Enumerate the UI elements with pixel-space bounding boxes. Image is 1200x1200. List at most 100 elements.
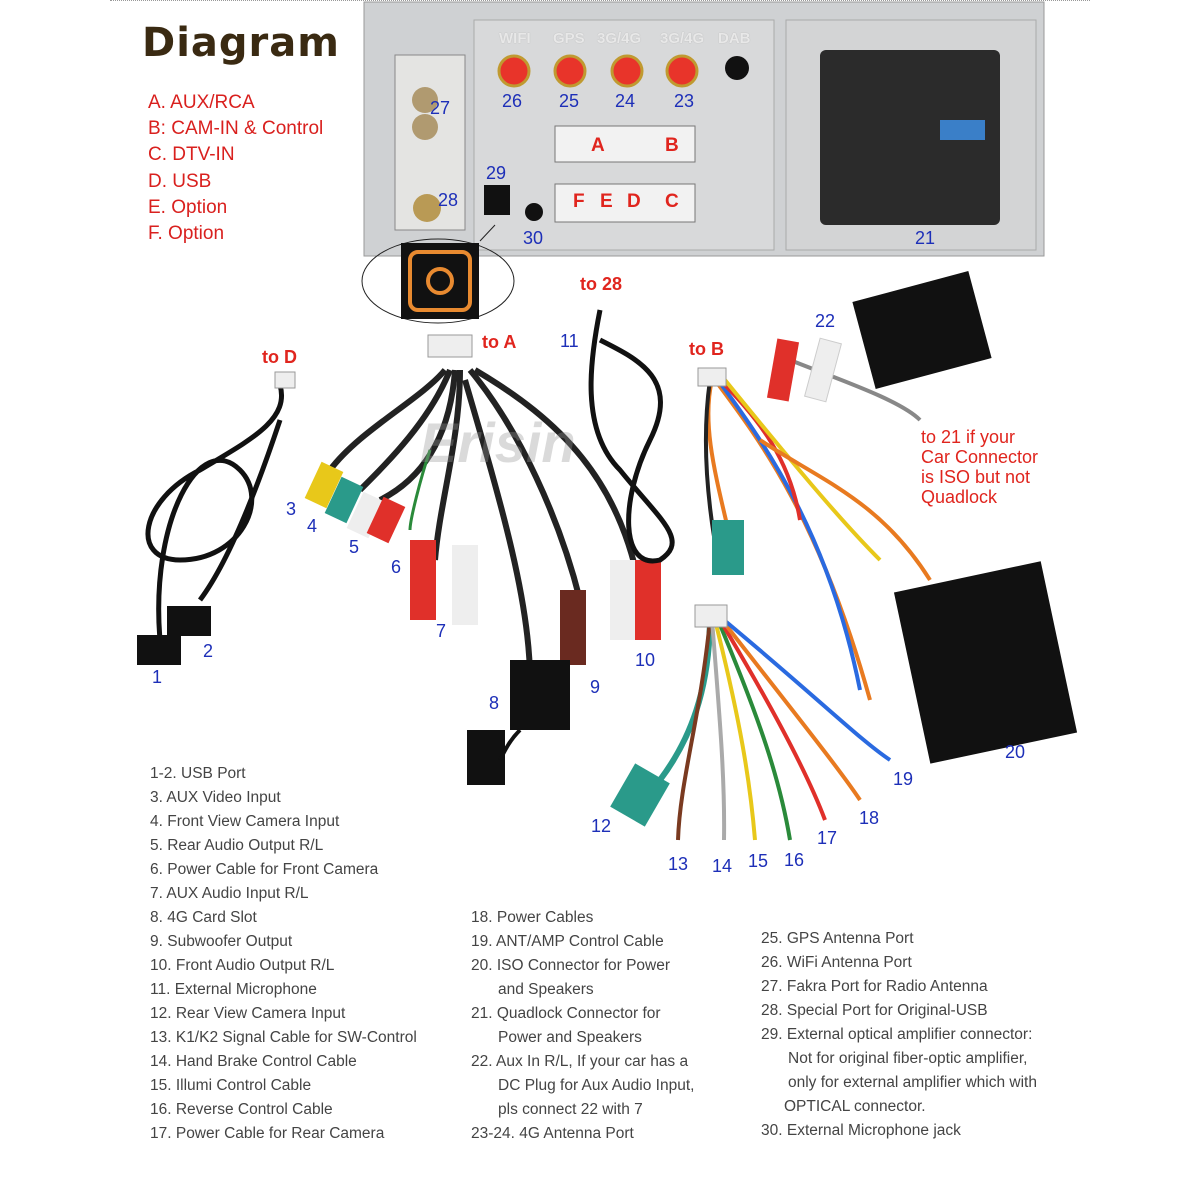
description-item: 26. WiFi Antenna Port xyxy=(761,954,912,971)
port-label-3g4g-1: 3G/4G xyxy=(597,30,642,47)
description-item: 27. Fakra Port for Radio Antenna xyxy=(761,978,988,995)
label-15: 15 xyxy=(748,851,769,871)
label-17: 17 xyxy=(817,828,838,848)
label-22: 22 xyxy=(815,311,836,331)
description-item: 13. K1/K2 Signal Cable for SW-Control xyxy=(150,1029,417,1046)
description-item: 15. Illumi Control Cable xyxy=(150,1077,312,1094)
connector-f: F xyxy=(573,191,585,212)
label-11: 11 xyxy=(560,331,579,351)
description-item: 25. GPS Antenna Port xyxy=(761,930,914,947)
description-list-1: 1-2. USB Port 3. AUX Video Input 4. Fron… xyxy=(150,762,417,1146)
sim-card-slot-icon xyxy=(467,660,570,785)
label-18: 18 xyxy=(859,808,880,828)
label-8: 8 xyxy=(489,693,500,713)
connector-legend: A. AUX/RCA B: CAM-IN & Control C. DTV-IN… xyxy=(148,90,323,247)
description-item: 7. AUX Audio Input R/L xyxy=(150,885,309,902)
label-6: 6 xyxy=(391,557,402,577)
connector-b: B xyxy=(665,135,679,156)
label-12: 12 xyxy=(591,816,612,836)
usb-plug-2-icon xyxy=(167,606,211,636)
label-1: 1 xyxy=(152,667,163,687)
callout-to-d: to D xyxy=(262,347,297,367)
harness-plug-a-icon xyxy=(427,334,473,358)
description-item: 8. 4G Card Slot xyxy=(150,909,257,926)
description-item: 30. External Microphone jack xyxy=(761,1122,961,1139)
label-3: 3 xyxy=(286,499,297,519)
description-item: 5. Rear Audio Output R/L xyxy=(150,837,324,854)
antenna-port-icons xyxy=(497,54,699,88)
callout-to-a: to A xyxy=(482,332,517,352)
control-cable-harness xyxy=(703,358,932,701)
label-4: 4 xyxy=(307,516,318,536)
microphone-cable xyxy=(588,309,675,564)
description-item: and Speakers xyxy=(498,981,594,998)
label-26: 26 xyxy=(502,91,523,111)
description-item: Power and Speakers xyxy=(498,1029,642,1046)
iso-note-line: to 21 if your xyxy=(921,427,1016,447)
description-item: 10. Front Audio Output R/L xyxy=(150,957,335,974)
description-item: Not for original fiber-optic amplifier, xyxy=(788,1050,1028,1067)
label-7: 7 xyxy=(436,621,447,641)
connector-e: E xyxy=(600,191,613,212)
iso-note-line: is ISO but not xyxy=(921,467,1031,487)
rca-plugs xyxy=(304,461,661,665)
label-14: 14 xyxy=(712,856,733,876)
label-2: 2 xyxy=(203,641,214,661)
optical-port-zoom-icon xyxy=(361,224,515,324)
label-23: 23 xyxy=(674,91,695,111)
description-item: 18. Power Cables xyxy=(471,909,594,926)
label-5: 5 xyxy=(349,537,360,557)
harness-plug-b-icon xyxy=(697,367,727,387)
description-list-2: 18. Power Cables 19. ANT/AMP Control Cab… xyxy=(471,906,694,1146)
usb-header-plug-icon xyxy=(274,371,296,389)
description-item: DC Plug for Aux Audio Input, xyxy=(498,1077,695,1094)
port-label-dab: DAB xyxy=(718,30,751,47)
label-19: 19 xyxy=(893,769,914,789)
description-item: OPTICAL connector. xyxy=(784,1098,926,1115)
description-item: 9. Subwoofer Output xyxy=(150,933,293,950)
description-item: 6. Power Cable for Front Camera xyxy=(150,861,379,878)
description-item: 4. Front View Camera Input xyxy=(150,813,340,830)
label-16: 16 xyxy=(784,850,805,870)
description-item: 28. Special Port for Original-USB xyxy=(761,1002,988,1019)
iso-note-line: Car Connector xyxy=(921,447,1039,467)
iso-note-line: Quadlock xyxy=(921,487,998,507)
legend-item: D. USB xyxy=(148,170,212,192)
label-25: 25 xyxy=(559,91,580,111)
description-item: 22. Aux In R/L, If your car has a xyxy=(471,1053,689,1070)
callout-to-28: to 28 xyxy=(580,274,623,294)
connector-d: D xyxy=(627,191,641,212)
legend-item: C. DTV-IN xyxy=(148,144,235,166)
rca-cable-bundle xyxy=(327,367,643,681)
iso-note: to 21 if your Car Connector is ISO but n… xyxy=(921,427,1038,507)
description-list-3: 25. GPS Antenna Port 26. WiFi Antenna Po… xyxy=(761,927,1037,1143)
description-item: 29. External optical amplifier connector… xyxy=(761,1026,1033,1043)
description-item: 16. Reverse Control Cable xyxy=(150,1101,333,1118)
label-21: 21 xyxy=(915,228,936,248)
label-28: 28 xyxy=(438,190,459,210)
description-item: 12. Rear View Camera Input xyxy=(150,1005,346,1022)
port-label-wifi: WIFI xyxy=(499,30,531,47)
description-item: pls connect 22 with 7 xyxy=(498,1101,643,1118)
description-item: 20. ISO Connector for Power xyxy=(471,957,671,974)
label-20: 20 xyxy=(1005,742,1026,762)
harness-plug-icon xyxy=(694,604,728,628)
port-label-3g4g-2: 3G/4G xyxy=(660,30,705,47)
camera-rca-plug-icon xyxy=(712,520,744,575)
rear-camera-rca-plug-icon xyxy=(610,763,670,827)
legend-item: E. Option xyxy=(148,196,228,218)
label-24: 24 xyxy=(615,91,636,111)
label-10: 10 xyxy=(635,650,656,670)
port-label-gps: GPS xyxy=(553,30,585,47)
description-item: 1-2. USB Port xyxy=(150,765,246,782)
iso-connector-icon xyxy=(852,271,1078,764)
description-item: 17. Power Cable for Rear Camera xyxy=(150,1125,385,1142)
connector-a: A xyxy=(591,135,605,156)
legend-item: F. Option xyxy=(148,223,225,245)
watermark-logo: Erisin xyxy=(420,411,576,474)
description-item: 21. Quadlock Connector for xyxy=(471,1005,661,1022)
description-item: 3. AUX Video Input xyxy=(150,789,281,806)
label-29: 29 xyxy=(486,163,507,183)
description-item: 14. Hand Brake Control Cable xyxy=(150,1053,357,1070)
description-item: 11. External Microphone xyxy=(150,981,317,998)
